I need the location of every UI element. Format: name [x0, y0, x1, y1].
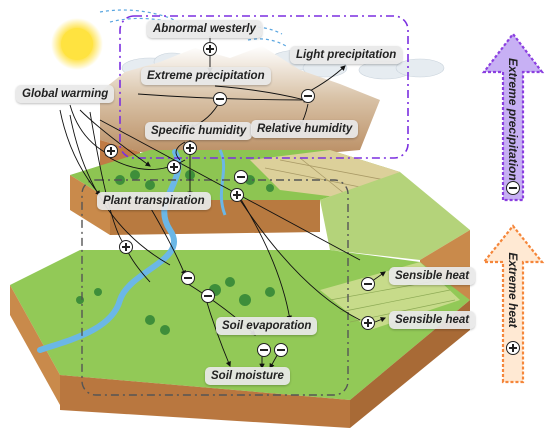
extreme-heat-arrow [481, 224, 545, 384]
minus-sign-icon [301, 89, 315, 103]
label-plant-transpiration: Plant transpiration [97, 192, 211, 210]
field-lines-upper [264, 157, 386, 199]
heat-system-boundary [81, 179, 349, 396]
label-relative-humidity: Relative humidity [251, 120, 359, 138]
label-sensible-heat-1: Sensible heat [389, 267, 476, 285]
minus-sign-icon [361, 277, 375, 291]
middle-right-block [320, 172, 470, 260]
plus-sign-icon [230, 188, 244, 202]
plus-sign-icon [119, 240, 133, 254]
minus-sign-icon [201, 289, 215, 303]
label-soil-evaporation: Soil evaporation [216, 317, 318, 335]
label-extreme-precipitation: Extreme precipitation [141, 67, 271, 85]
plus-sign-icon [506, 341, 520, 355]
minus-sign-icon [234, 170, 248, 184]
label-global-warming: Global warming [16, 85, 115, 103]
minus-sign-icon [506, 181, 520, 195]
side-label-extreme-heat: Extreme heat [506, 252, 520, 328]
label-soil-moisture: Soil moisture [205, 367, 290, 385]
river [37, 149, 182, 353]
upper-terrace-side [70, 175, 110, 235]
label-sensible-heat-2: Sensible heat [389, 311, 476, 329]
plus-sign-icon [361, 316, 375, 330]
lower-side-right [350, 300, 470, 428]
minus-sign-icon [181, 271, 195, 285]
sun-core [61, 28, 93, 60]
label-light-precipitation: Light precipitation [290, 46, 403, 64]
extreme-precipitation-arrow [481, 32, 545, 202]
label-abnormal-westerly: Abnormal westerly [147, 20, 262, 38]
side-label-extreme-precipitation: Extreme precipitation [506, 58, 520, 181]
plus-sign-icon [167, 160, 181, 174]
lower-side-left [10, 285, 60, 405]
minus-sign-icon [257, 343, 271, 357]
plus-sign-icon [183, 141, 197, 155]
precipitation-system-boundary [119, 15, 409, 159]
minus-sign-icon [213, 92, 227, 106]
lower-front [60, 375, 350, 428]
plus-sign-icon [203, 42, 217, 56]
minus-sign-icon [274, 343, 288, 357]
label-specific-humidity: Specific humidity [145, 122, 253, 140]
plus-sign-icon [104, 144, 118, 158]
